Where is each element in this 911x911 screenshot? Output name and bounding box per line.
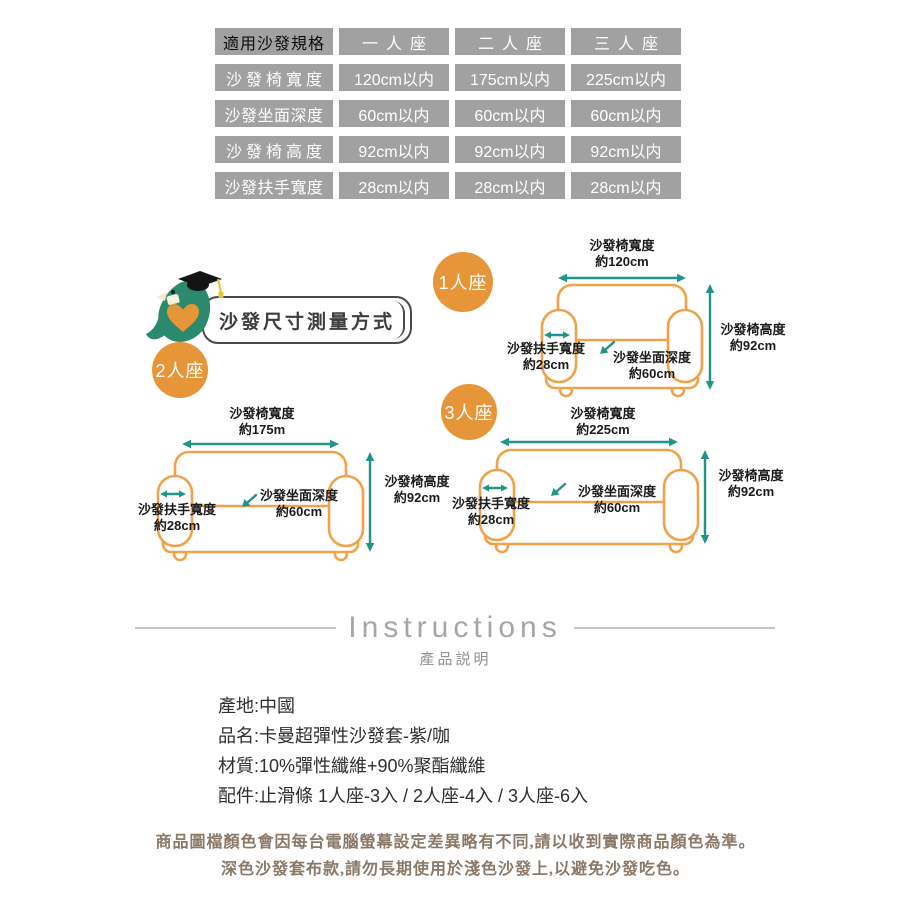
table-corner-header: 適用沙發規格 — [215, 28, 333, 55]
badge-label: 2人座 — [155, 361, 205, 381]
seat-depth-arrow — [600, 340, 616, 354]
row-label-width: 沙發椅寬度 — [215, 64, 333, 91]
dimension-value: 約92cm — [729, 338, 777, 354]
table-cell: 92cm以内 — [571, 136, 681, 163]
width-arrow — [500, 437, 678, 447]
sofa-height-label: 沙發椅高度 約92cm — [709, 468, 793, 501]
seat-depth-arrow — [242, 493, 258, 507]
table-cell: 120cm以内 — [339, 64, 449, 91]
table-cell: 92cm以内 — [339, 136, 449, 163]
dimension-name: 沙發扶手寬度 — [451, 496, 530, 511]
armrest-arrow — [482, 484, 508, 492]
sofa-drawing-one-seater — [540, 273, 715, 398]
mascot-bird-icon — [146, 271, 224, 342]
seat-depth-label: 沙發坐面深度 約60cm — [602, 350, 702, 383]
dimension-name: 沙發椅高度 — [384, 474, 450, 489]
seat-depth-arrow — [551, 482, 567, 496]
row-label-armrest-width: 沙發扶手寬度 — [215, 172, 333, 199]
note-line-2: 深色沙發套布款,請勿長期使用於淺色沙發上,以避免沙發吃色。 — [220, 861, 690, 878]
dimension-name: 沙發椅寬度 — [229, 406, 295, 421]
sofa-width-label: 沙發椅寬度 約175m — [187, 406, 337, 439]
seat-depth-label: 沙發坐面深度 約60cm — [247, 488, 351, 521]
detail-material: 材質:10%彈性纖維+90%聚酯纖維 — [218, 756, 486, 776]
diagram-one-seater: 沙發椅寬度 約120cm 沙發椅高度 約92cm 沙發扶手寬度 約28cm 沙發… — [500, 238, 792, 406]
dimension-name: 沙發椅寬度 — [589, 238, 655, 253]
height-arrow — [700, 450, 710, 544]
dimension-name: 沙發坐面深度 — [612, 350, 691, 365]
sofa-height-label: 沙發椅高度 約92cm — [373, 474, 461, 507]
divider-line-right — [573, 627, 775, 629]
dimension-value: 約60cm — [628, 366, 676, 382]
dimension-name: 沙發坐面深度 — [577, 484, 656, 499]
armrest-arrow — [160, 490, 186, 498]
instructions-subtitle: 產品説明 — [419, 651, 492, 668]
table-cell: 175cm以内 — [455, 64, 565, 91]
dimension-value: 約92cm — [393, 490, 441, 506]
instructions-divider: Instructions — [135, 610, 775, 646]
height-arrow — [365, 452, 375, 552]
sofa-drawing-two-seater — [156, 439, 375, 562]
detail-origin: 產地:中國 — [218, 696, 296, 716]
dimension-name: 沙發扶手寬度 — [506, 341, 585, 356]
seat-depth-label: 沙發坐面深度 約60cm — [565, 484, 669, 517]
armrest-width-label: 沙發扶手寬度 約28cm — [500, 341, 592, 374]
dimension-value: 約120cm — [595, 254, 649, 270]
measure-method-banner: 沙發尺寸測量方式 — [202, 296, 412, 344]
dimension-value: 約60cm — [275, 504, 323, 520]
sofa-outline — [156, 450, 365, 562]
banner-title: 沙發尺寸測量方式 — [218, 311, 395, 333]
instructions-title: Instructions — [348, 611, 562, 644]
row-label-height: 沙發椅高度 — [215, 136, 333, 163]
divider-line-left — [135, 627, 337, 629]
sofa-outline — [540, 283, 704, 398]
dimension-name: 沙發椅高度 — [720, 322, 786, 337]
diagram-three-seater: 沙發椅寬度 約225cm 沙發椅高度 約92cm 沙發扶手寬度 約28cm 沙發… — [443, 406, 791, 578]
badge-one-seater: 1人座 — [433, 252, 493, 312]
armrest-width-label: 沙發扶手寬度 約28cm — [135, 502, 219, 535]
disclaimer-notes: 商品圖檔顏色會因每台電腦螢幕設定差異略有不同,請以收到實際商品顏色為準。 深色沙… — [0, 829, 911, 883]
armrest-width-label: 沙發扶手寬度 約28cm — [448, 496, 534, 529]
spec-table: 適用沙發規格 一人座 二人座 三人座 沙發椅寬度 120cm以内 175cm以内… — [215, 28, 681, 199]
dimension-value: 約60cm — [593, 500, 641, 516]
badge-label: 1人座 — [438, 273, 488, 293]
dimension-name: 沙發扶手寬度 — [137, 502, 216, 517]
table-cell: 60cm以内 — [339, 100, 449, 127]
sofa-width-label: 沙發椅寬度 約225cm — [528, 406, 678, 439]
badge-label: 3人座 — [444, 403, 494, 423]
table-col-header-3seat: 三人座 — [571, 28, 681, 55]
armrest-arrow — [544, 331, 570, 339]
detail-accessory: 配件:止滑條 1人座-3入 / 2人座-4入 / 3人座-6入 — [218, 786, 589, 806]
badge-two-seater: 2人座 — [152, 342, 208, 398]
detail-name: 品名:卡曼超彈性沙發套-紫/咖 — [218, 726, 450, 746]
table-cell: 28cm以内 — [339, 172, 449, 199]
dimension-value: 約28cm — [153, 518, 201, 534]
width-arrow — [182, 439, 339, 449]
row-label-seat-depth: 沙發坐面深度 — [215, 100, 333, 127]
dimension-value: 約28cm — [467, 512, 515, 528]
sofa-width-label: 沙發椅寬度 約120cm — [547, 238, 697, 271]
table-cell: 92cm以内 — [455, 136, 565, 163]
width-arrow — [558, 273, 686, 283]
height-arrow — [705, 284, 715, 390]
dimension-value: 約28cm — [522, 357, 570, 373]
badge-three-seater: 3人座 — [441, 384, 497, 440]
sofa-height-label: 沙發椅高度 約92cm — [714, 322, 792, 355]
dimension-name: 沙發坐面深度 — [259, 488, 338, 503]
dimension-value: 約92cm — [727, 484, 775, 500]
table-col-header-1seat: 一人座 — [339, 28, 449, 55]
product-details: 產地:中國 品名:卡曼超彈性沙發套-紫/咖 材質:10%彈性纖維+90%聚酯纖維… — [218, 691, 588, 811]
table-cell: 28cm以内 — [455, 172, 565, 199]
table-col-header-2seat: 二人座 — [455, 28, 565, 55]
dimension-value: 約225cm — [576, 422, 630, 438]
table-cell: 60cm以内 — [571, 100, 681, 127]
sofa-drawing-three-seater — [478, 437, 710, 554]
table-cell: 60cm以内 — [455, 100, 565, 127]
diagram-two-seater: 沙發椅寬度 約175m 沙發椅高度 約92cm 沙發扶手寬度 約28cm 沙發坐… — [135, 402, 467, 582]
dimension-name: 沙發椅寬度 — [570, 406, 636, 421]
dimension-value: 約175m — [238, 422, 286, 438]
dimension-name: 沙發椅高度 — [718, 468, 784, 483]
table-cell: 28cm以内 — [571, 172, 681, 199]
note-line-1: 商品圖檔顏色會因每台電腦螢幕設定差異略有不同,請以收到實際商品顏色為準。 — [155, 834, 756, 851]
table-cell: 225cm以内 — [571, 64, 681, 91]
